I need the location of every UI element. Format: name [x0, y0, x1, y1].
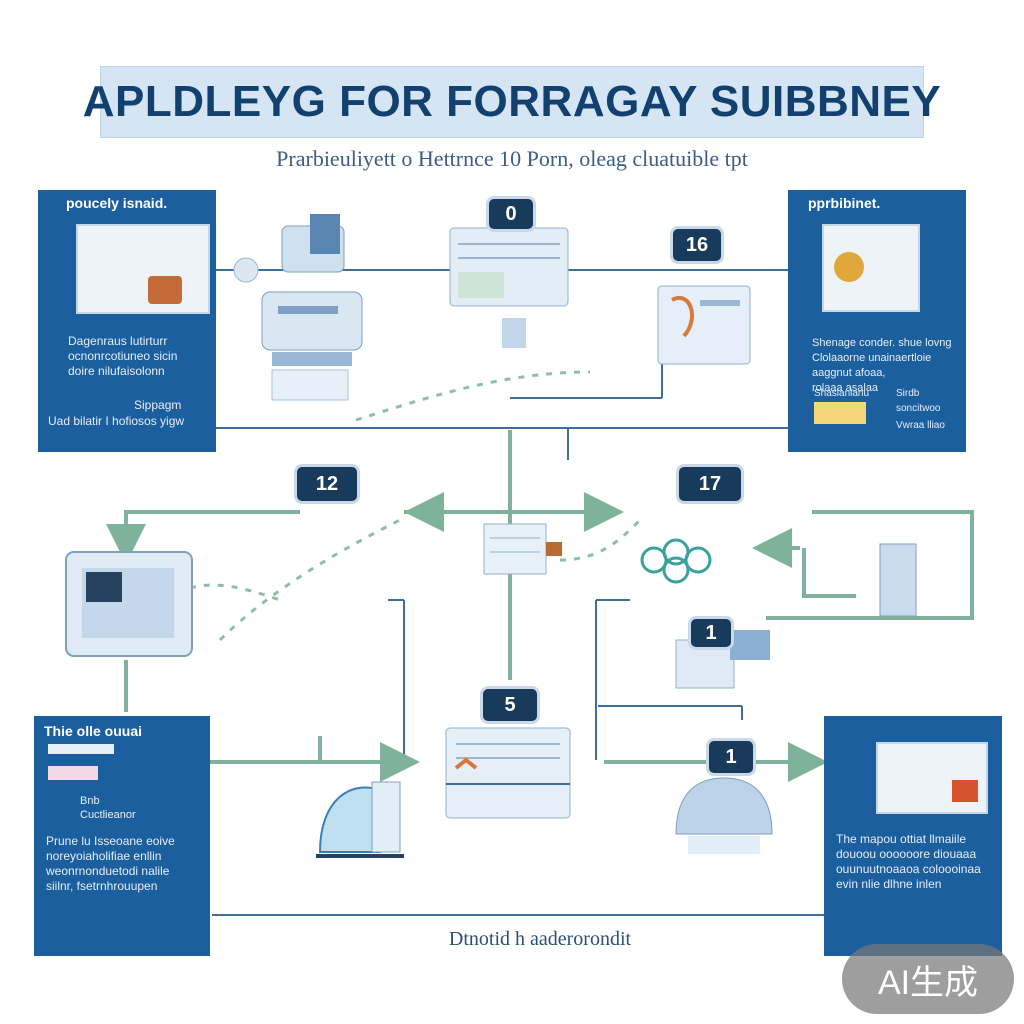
panel-label-2: Cuctlieanor [80, 809, 136, 821]
green-connectors [106, 430, 974, 782]
page-title: APLDLEYG FOR FORRAGAY SUIBBNEY [82, 77, 942, 126]
badge-mid-right: 17 [676, 464, 744, 504]
panel-chip [48, 766, 98, 780]
panel-header: Thie olle ouuai [44, 723, 143, 739]
badge-bottom-center: 5 [480, 686, 540, 724]
panel-image [876, 742, 988, 814]
panel-text: Dagenraus lutirturr ocnonrcotiuneo sicin… [68, 334, 178, 378]
panel-label: Sippagm [134, 398, 182, 412]
dashed-trails [189, 370, 642, 642]
printer-icon [675, 543, 917, 689]
badge-top-center: 0 [486, 196, 536, 232]
panel-illustration [952, 780, 978, 802]
panel-text: Shenage conder. shue lovng Clolaaorne un… [812, 337, 952, 394]
panel-text: Prune lu Isseoane eoive noreyoiaholifiae… [46, 834, 175, 893]
monitor-icon [65, 551, 193, 657]
panel-chart [814, 402, 866, 424]
panel-footer: Uad bilatir I hofiosos yigw [48, 414, 185, 428]
panel-image [822, 224, 920, 312]
panel-illustration [148, 276, 182, 304]
blue-connectors [212, 269, 830, 916]
panel-illustration [834, 252, 864, 282]
panel-col-right-2: Vwraa lliao [896, 420, 945, 431]
panel-col-right-1: Sirdb soncitwoo [896, 388, 941, 414]
footer-caption: Dtnotid h aaderorondit [448, 928, 632, 950]
panel-header: pprbibinet. [808, 195, 881, 211]
robot-arm-icon [233, 214, 363, 401]
document-icon [483, 523, 562, 575]
badge-right-small: 1 [688, 616, 734, 650]
mesh-device-icon [316, 781, 404, 858]
ai-generated-watermark: AI生成 [842, 944, 1014, 1014]
panel-top-right: pprbibinet. Shenage conder. shue lovng C… [788, 190, 966, 452]
panel-image [76, 224, 210, 314]
badge-top-right: 16 [670, 226, 724, 264]
badge-bottom-right: 1 [706, 738, 756, 776]
panel-label-1: Bnb [80, 795, 100, 807]
tablet-icon [657, 285, 751, 365]
panel-top-left: poucely isnaid. Dagenraus lutirturr ocno… [38, 190, 216, 452]
panel-bottom-left: Thie olle ouuai Bnb Cuctlieanor Prune lu… [34, 716, 210, 956]
panel-bottom-right: The mapou ottiat llmaiile douoou oooooor… [824, 716, 1002, 956]
badge-mid-left: 12 [294, 464, 360, 504]
cloud-icon [640, 538, 712, 584]
page-subtitle: Prarbieuliyett o Hettrnce 10 Porn, oleag… [276, 146, 748, 171]
panel-header: poucely isnaid. [66, 195, 168, 211]
panel-text: The mapou ottiat llmaiile douoou oooooor… [836, 832, 981, 891]
panel-bar [48, 744, 114, 754]
panel-col-left: Shaslanlanu [814, 388, 870, 399]
dashboard-icon [445, 727, 571, 819]
title-banner: APLDLEYG FOR FORRAGAY SUIBBNEY [83, 66, 941, 138]
helmet-device-icon [675, 777, 773, 854]
server-icon [449, 227, 569, 348]
